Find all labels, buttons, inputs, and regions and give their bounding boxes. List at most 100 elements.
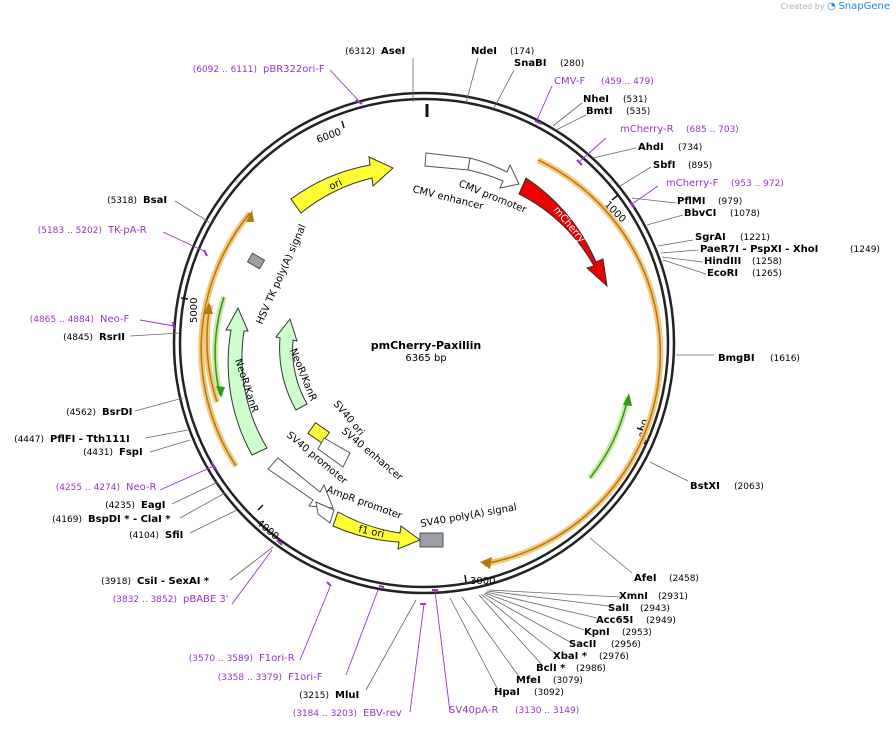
enzyme-pos: (3918) — [101, 577, 131, 587]
enzyme-pos: (1258) — [752, 257, 782, 267]
enzyme-fspi: FspI — [119, 447, 143, 458]
neo-outer-arrow — [225, 306, 268, 456]
enzyme-pos: (1078) — [730, 209, 760, 219]
enzyme-labels: (6312) AseI NdeI (174) SnaBI (280) NheI … — [14, 46, 880, 701]
plasmid-size: 6365 bp — [405, 353, 446, 364]
feature-arrows — [225, 152, 608, 550]
tick-3000: 3000 — [470, 576, 495, 587]
sv40-enhancer-arrow — [317, 437, 351, 468]
enzyme-aseI: AseI — [381, 46, 405, 57]
enzyme-pos: (979) — [718, 197, 742, 207]
ampr-promoter-arrow — [315, 501, 335, 524]
enzyme-afei: AfeI — [634, 573, 657, 584]
primer-pos: (953 .. 972) — [731, 179, 784, 189]
mcherry-label: mCherry — [551, 205, 587, 245]
enzyme-sali: SalI — [608, 603, 629, 614]
enzyme-sfii: SfiI — [165, 530, 183, 541]
enzyme-leaders — [129, 57, 714, 691]
cmv-enhancer-arrow — [424, 152, 471, 171]
enzyme-eagi: EagI — [141, 500, 165, 511]
enzyme-pos: (3092) — [534, 688, 564, 698]
ori-arrow — [290, 156, 394, 214]
enzyme-pos: (2949) — [646, 616, 676, 626]
primer-tk-pa-r: TK-pA-R — [107, 225, 147, 236]
enzyme-bcli: BclI * — [536, 663, 566, 674]
plasmid-name: pmCherry-Paxillin — [371, 339, 481, 352]
enzyme-pos: (280) — [560, 59, 584, 69]
neo-inner-arrow — [275, 317, 308, 411]
primer-pos: (4255 .. 4274) — [56, 483, 120, 493]
primer-pos: (3358 .. 3379) — [218, 673, 282, 683]
enzyme-bstxi: BstXI — [690, 481, 720, 492]
tick-marks — [180, 120, 644, 583]
backbone — [172, 91, 676, 595]
enzyme-rsrii: RsrII — [99, 332, 125, 343]
hsv-tk-label: HSV TK poly(A) signal — [255, 223, 309, 326]
enzyme-pos: (4431) — [83, 448, 113, 458]
enzyme-bsrdi: BsrDI — [102, 407, 133, 418]
enzyme-pos: (3215) — [299, 691, 329, 701]
enzyme-pflfi-tth111i: PflFI - Tth111I — [50, 434, 130, 445]
orf-inner-arcs — [212, 296, 632, 480]
enzyme-xmni: XmnI — [619, 591, 648, 602]
enzyme-mfei: MfeI — [516, 675, 541, 686]
sv40-polya-box — [419, 532, 444, 548]
enzyme-pos: (1616) — [770, 354, 800, 364]
primer-labels: (6092 .. 6111) pBR322ori-F CMV-F (459 ..… — [30, 64, 784, 719]
f1-ori-label: f1 ori — [357, 524, 385, 540]
enzyme-hpai: HpaI — [494, 687, 520, 698]
enzyme-pos: (4104) — [129, 531, 159, 541]
enzyme-kpni: KpnI — [584, 627, 610, 638]
enzyme-pos: (1221) — [740, 233, 770, 243]
f1-ori-arrow — [332, 511, 422, 550]
hsv-tk-polya-box — [246, 252, 266, 270]
primer-pbabe-3: pBABE 3' — [183, 594, 229, 605]
enzyme-bmgbi: BmgBI — [718, 353, 755, 364]
enzyme-pos: (531) — [623, 95, 647, 105]
snapgene-branding: Created by ◔ SnapGene — [781, 1, 890, 12]
primer-cmv-f: CMV-F — [554, 76, 585, 87]
ori-label: ori — [328, 177, 344, 192]
enzyme-pos: (535) — [626, 107, 650, 117]
enzyme-bbvcI: BbvCI — [684, 208, 716, 219]
enzyme-pos: (2956) — [611, 640, 641, 650]
enzyme-mlui: MluI — [335, 690, 359, 701]
branding-product: SnapGene — [838, 1, 890, 12]
enzyme-acc65i: Acc65I — [596, 615, 633, 626]
primer-leaders — [139, 69, 659, 713]
enzyme-ndeI: NdeI — [471, 46, 497, 57]
primer-neo-r: Neo-R — [126, 482, 157, 493]
enzyme-bspdi-clai: BspDI * - ClaI * — [88, 514, 171, 525]
enzyme-sacii: SacII — [569, 639, 596, 650]
enzyme-pos: (2931) — [658, 592, 688, 602]
mcherry-arrow — [518, 177, 608, 288]
enzyme-pos: (1265) — [752, 269, 782, 279]
tick-6000: 6000 — [315, 127, 343, 146]
enzyme-pos: (4562) — [66, 408, 96, 418]
orf-outer-arcs — [198, 157, 664, 569]
enzyme-ecori: EcoRI — [707, 268, 738, 279]
primer-ebv-rev: EBV-rev — [363, 708, 402, 719]
enzyme-csii-sexai: CsiI - SexAI * — [137, 576, 210, 587]
enzyme-sgraI: SgrAI — [695, 232, 726, 243]
enzyme-snabI: SnaBI — [514, 58, 546, 69]
enzyme-pos: (6312) — [345, 47, 375, 57]
primer-pos: (5183 .. 5202) — [38, 226, 102, 236]
enzyme-pos: (4235) — [105, 501, 135, 511]
enzyme-paer7i-pspxi-xhoi: PaeR7I - PspXI - XhoI — [700, 244, 818, 255]
primer-mcherry-f: mCherry-F — [666, 178, 719, 189]
tick-5000: 5000 — [189, 298, 200, 323]
enzyme-pos: (2976) — [599, 652, 629, 662]
primer-sv40pa-r: SV40pA-R — [449, 705, 498, 716]
enzyme-pflmI: PflMI — [677, 196, 705, 207]
primer-f1ori-r: F1ori-R — [259, 653, 295, 664]
enzyme-bsai: BsaI — [143, 195, 167, 206]
enzyme-pos: (895) — [688, 161, 712, 171]
branding-prefix: Created by — [780, 2, 825, 11]
enzyme-pos: (174) — [510, 47, 534, 57]
primer-pos: (459 .. 479) — [601, 77, 654, 87]
primer-pos: (4865 .. 4884) — [30, 315, 94, 325]
primer-pbr322ori-f: pBR322ori-F — [263, 64, 325, 75]
primer-pos: (3184 .. 3203) — [293, 709, 357, 719]
